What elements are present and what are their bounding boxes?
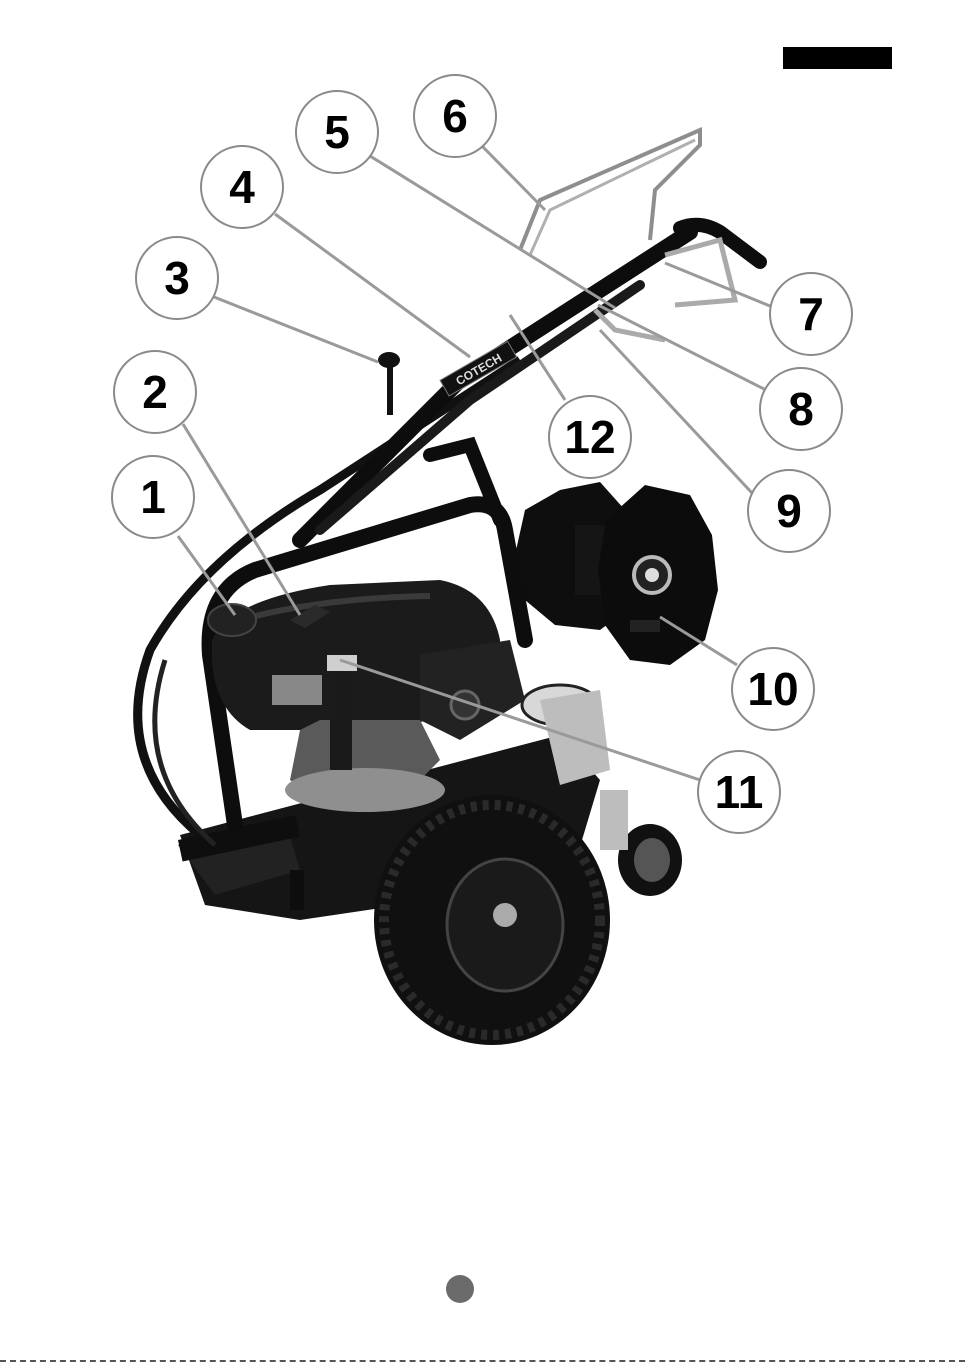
pressure-washer-illustration: COTECH [138, 130, 760, 1045]
callout-label: 6 [442, 90, 468, 142]
callout-label: 12 [564, 411, 615, 463]
callout-label: 10 [747, 663, 798, 715]
throttle-knob [378, 352, 400, 368]
engine-base-flange [285, 768, 445, 812]
leader-8 [598, 305, 764, 389]
lance-holder-wire [520, 130, 700, 250]
leader-5 [370, 156, 615, 308]
engine-label [272, 675, 322, 705]
callout-label: 5 [324, 106, 350, 158]
callout-2: 2 [114, 351, 196, 433]
leader-6 [482, 146, 545, 210]
leader-3 [214, 297, 378, 362]
caster-bracket [600, 790, 628, 850]
recoil-handle [330, 660, 352, 770]
callout-label: 3 [164, 252, 190, 304]
reel-hub-inner [645, 568, 659, 582]
callout-3: 3 [136, 237, 218, 319]
callout-label: 4 [229, 161, 255, 213]
callout-label: 2 [142, 366, 168, 418]
rear-leg [290, 870, 304, 910]
throttle-lever [387, 365, 393, 415]
callout-9: 9 [748, 470, 830, 552]
callout-4: 4 [201, 146, 283, 228]
callout-1: 1 [112, 456, 194, 538]
callout-11: 11 [698, 751, 780, 833]
caster-wheel [600, 790, 682, 896]
leader-4 [275, 214, 470, 357]
reel-crank [630, 620, 660, 632]
callout-12: 12 [549, 396, 631, 478]
callout-label: 9 [776, 485, 802, 537]
callout-7: 7 [770, 273, 852, 355]
axle-cap [493, 903, 517, 927]
callout-8: 8 [760, 368, 842, 450]
callout-6: 6 [414, 75, 496, 157]
callout-5: 5 [296, 91, 378, 173]
main-wheel [374, 795, 610, 1045]
callout-label: 8 [788, 383, 814, 435]
callout-label: 1 [140, 471, 166, 523]
callout-label: 7 [798, 288, 824, 340]
pump-housing [420, 640, 525, 740]
hook-rear [665, 240, 735, 305]
hose-reel [515, 482, 718, 665]
footer-divider [0, 1360, 965, 1362]
callout-10: 10 [732, 648, 814, 730]
callout-label: 11 [715, 766, 764, 818]
caster-rim [634, 838, 670, 882]
page-number-dot [446, 1275, 474, 1303]
